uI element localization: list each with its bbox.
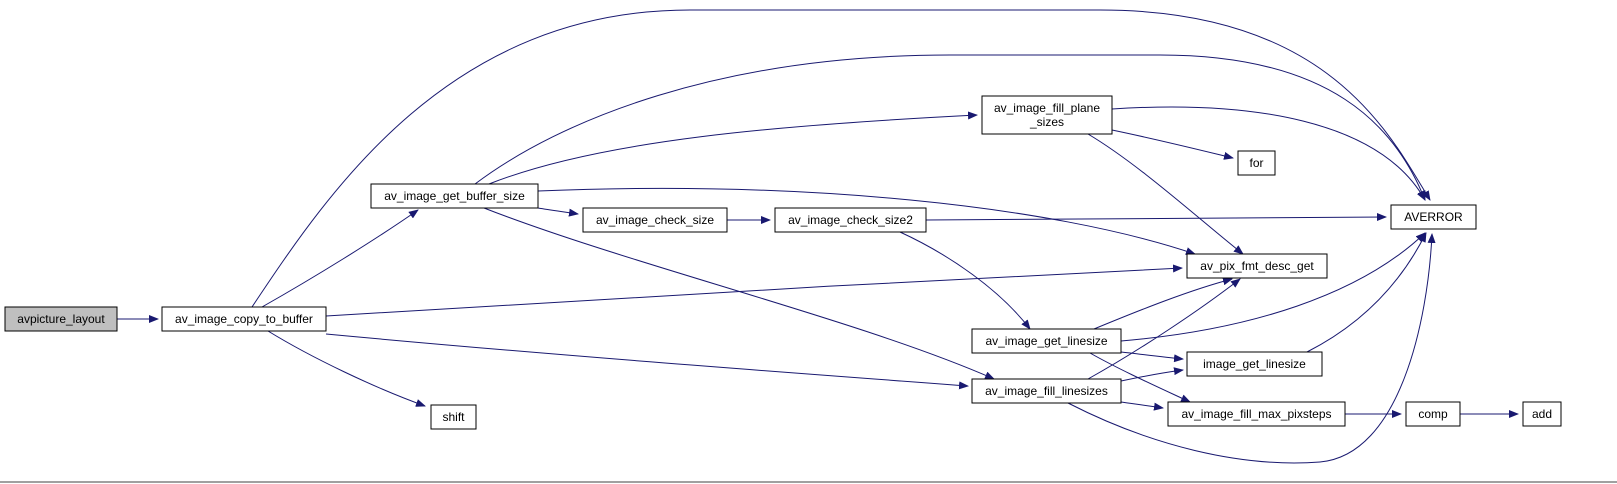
- node-label: av_image_copy_to_buffer: [175, 312, 313, 326]
- node-av_image_fill_max_pixsteps[interactable]: av_image_fill_max_pixsteps: [1167, 401, 1346, 427]
- node-label: av_image_fill_linesizes: [985, 384, 1108, 398]
- node-label: _sizes: [1029, 115, 1064, 129]
- edge-av_image_get_linesize-to-image_get_linesize: [1120, 351, 1184, 363]
- edge-av_image_fill_linesizes-to-image_get_linesize: [1120, 367, 1184, 382]
- node-label: AVERROR: [1404, 210, 1463, 224]
- node-label: av_image_check_size: [596, 213, 714, 227]
- edge-av_image_check_size2-to-av_image_get_linesize: [899, 231, 1031, 330]
- node-box: [582, 207, 728, 233]
- node-comp[interactable]: comp: [1405, 401, 1461, 427]
- node-av_image_fill_plane_sizes[interactable]: av_image_fill_plane_sizes: [981, 95, 1113, 135]
- node-box: [1522, 401, 1562, 427]
- bottom-divider: [0, 481, 1617, 483]
- edge-av_image_get_buffer_size-to-AVERROR: [474, 54, 1426, 201]
- edge-av_image_fill_plane_sizes-to-AVERROR: [1111, 106, 1426, 201]
- node-avpicture_layout[interactable]: avpicture_layout: [4, 306, 118, 332]
- node-for[interactable]: for: [1237, 150, 1276, 176]
- node-box: [161, 306, 327, 332]
- node-av_image_get_linesize[interactable]: av_image_get_linesize: [971, 328, 1122, 354]
- node-av_image_check_size2[interactable]: av_image_check_size2: [774, 207, 927, 233]
- edge-av_image_copy_to_buffer-to-av_image_fill_linesizes: [325, 333, 969, 390]
- node-av_image_fill_linesizes[interactable]: av_image_fill_linesizes: [971, 378, 1122, 404]
- node-av_image_check_size[interactable]: av_image_check_size: [582, 207, 728, 233]
- node-add[interactable]: add: [1522, 401, 1562, 427]
- node-box: [1405, 401, 1461, 427]
- node-label: av_image_get_buffer_size: [384, 189, 525, 203]
- node-label: av_image_get_linesize: [985, 334, 1107, 348]
- node-label: image_get_linesize: [1203, 357, 1306, 371]
- node-box: [370, 183, 539, 209]
- node-box: [430, 404, 477, 430]
- node-box: [1186, 253, 1328, 279]
- edge-av_image_get_buffer_size-to-av_image_fill_linesizes: [483, 207, 995, 380]
- node-label: av_image_check_size2: [788, 213, 913, 227]
- edge-av_image_get_linesize-to-av_pix_fmt_desc_get: [1093, 277, 1233, 330]
- edge-av_image_check_size2-to-AVERROR: [925, 213, 1387, 222]
- node-av_pix_fmt_desc_get[interactable]: av_pix_fmt_desc_get: [1186, 253, 1328, 279]
- node-box: [1390, 204, 1477, 230]
- node-box: [774, 207, 927, 233]
- edge-av_image_get_buffer_size-to-av_image_fill_plane_sizes: [488, 111, 978, 185]
- node-label: add: [1532, 407, 1552, 421]
- edge-av_image_get_linesize-to-av_image_fill_max_pixsteps: [1089, 352, 1191, 403]
- node-image_get_linesize[interactable]: image_get_linesize: [1186, 351, 1323, 377]
- node-label: avpicture_layout: [17, 312, 105, 326]
- edge-av_image_fill_linesizes-to-av_image_fill_max_pixsteps: [1120, 401, 1164, 411]
- edge-av_image_get_buffer_size-to-av_pix_fmt_desc_get: [537, 187, 1196, 255]
- edge-av_image_copy_to_buffer-to-av_pix_fmt_desc_get: [325, 264, 1183, 317]
- node-box: [971, 328, 1122, 354]
- node-AVERROR[interactable]: AVERROR: [1390, 204, 1477, 230]
- node-av_image_get_buffer_size[interactable]: av_image_get_buffer_size: [370, 183, 539, 209]
- node-shift[interactable]: shift: [430, 404, 477, 430]
- edge-av_image_fill_plane_sizes-to-for: [1111, 129, 1234, 160]
- node-label: comp: [1418, 407, 1448, 421]
- node-label: av_image_fill_plane: [994, 101, 1100, 115]
- edge-av_image_fill_linesizes-to-av_pix_fmt_desc_get: [1087, 278, 1241, 380]
- edge-av_image_fill_plane_sizes-to-av_pix_fmt_desc_get: [1087, 133, 1244, 255]
- edge-av_image_copy_to_buffer-to-AVERROR: [251, 9, 1431, 308]
- node-box: [1186, 351, 1323, 377]
- edge-av_image_fill_linesizes-to-AVERROR: [1067, 233, 1436, 464]
- node-box: [1167, 401, 1346, 427]
- edge-image_get_linesize-to-AVERROR: [1306, 232, 1427, 353]
- node-label: av_image_fill_max_pixsteps: [1181, 407, 1331, 421]
- node-av_image_copy_to_buffer[interactable]: av_image_copy_to_buffer: [161, 306, 327, 332]
- node-box: [1237, 150, 1276, 176]
- node-label: shift: [442, 410, 465, 424]
- edge-av_image_copy_to_buffer-to-shift: [267, 330, 426, 407]
- edge-av_image_get_linesize-to-AVERROR: [1120, 232, 1426, 342]
- node-box: [981, 95, 1113, 135]
- node-label: for: [1249, 156, 1263, 170]
- node-box: [971, 378, 1122, 404]
- edge-av_image_copy_to_buffer-to-av_image_get_buffer_size: [261, 209, 419, 308]
- node-label: av_pix_fmt_desc_get: [1200, 259, 1314, 273]
- node-box: [4, 306, 118, 332]
- edge-av_image_get_buffer_size-to-av_image_check_size: [537, 207, 579, 217]
